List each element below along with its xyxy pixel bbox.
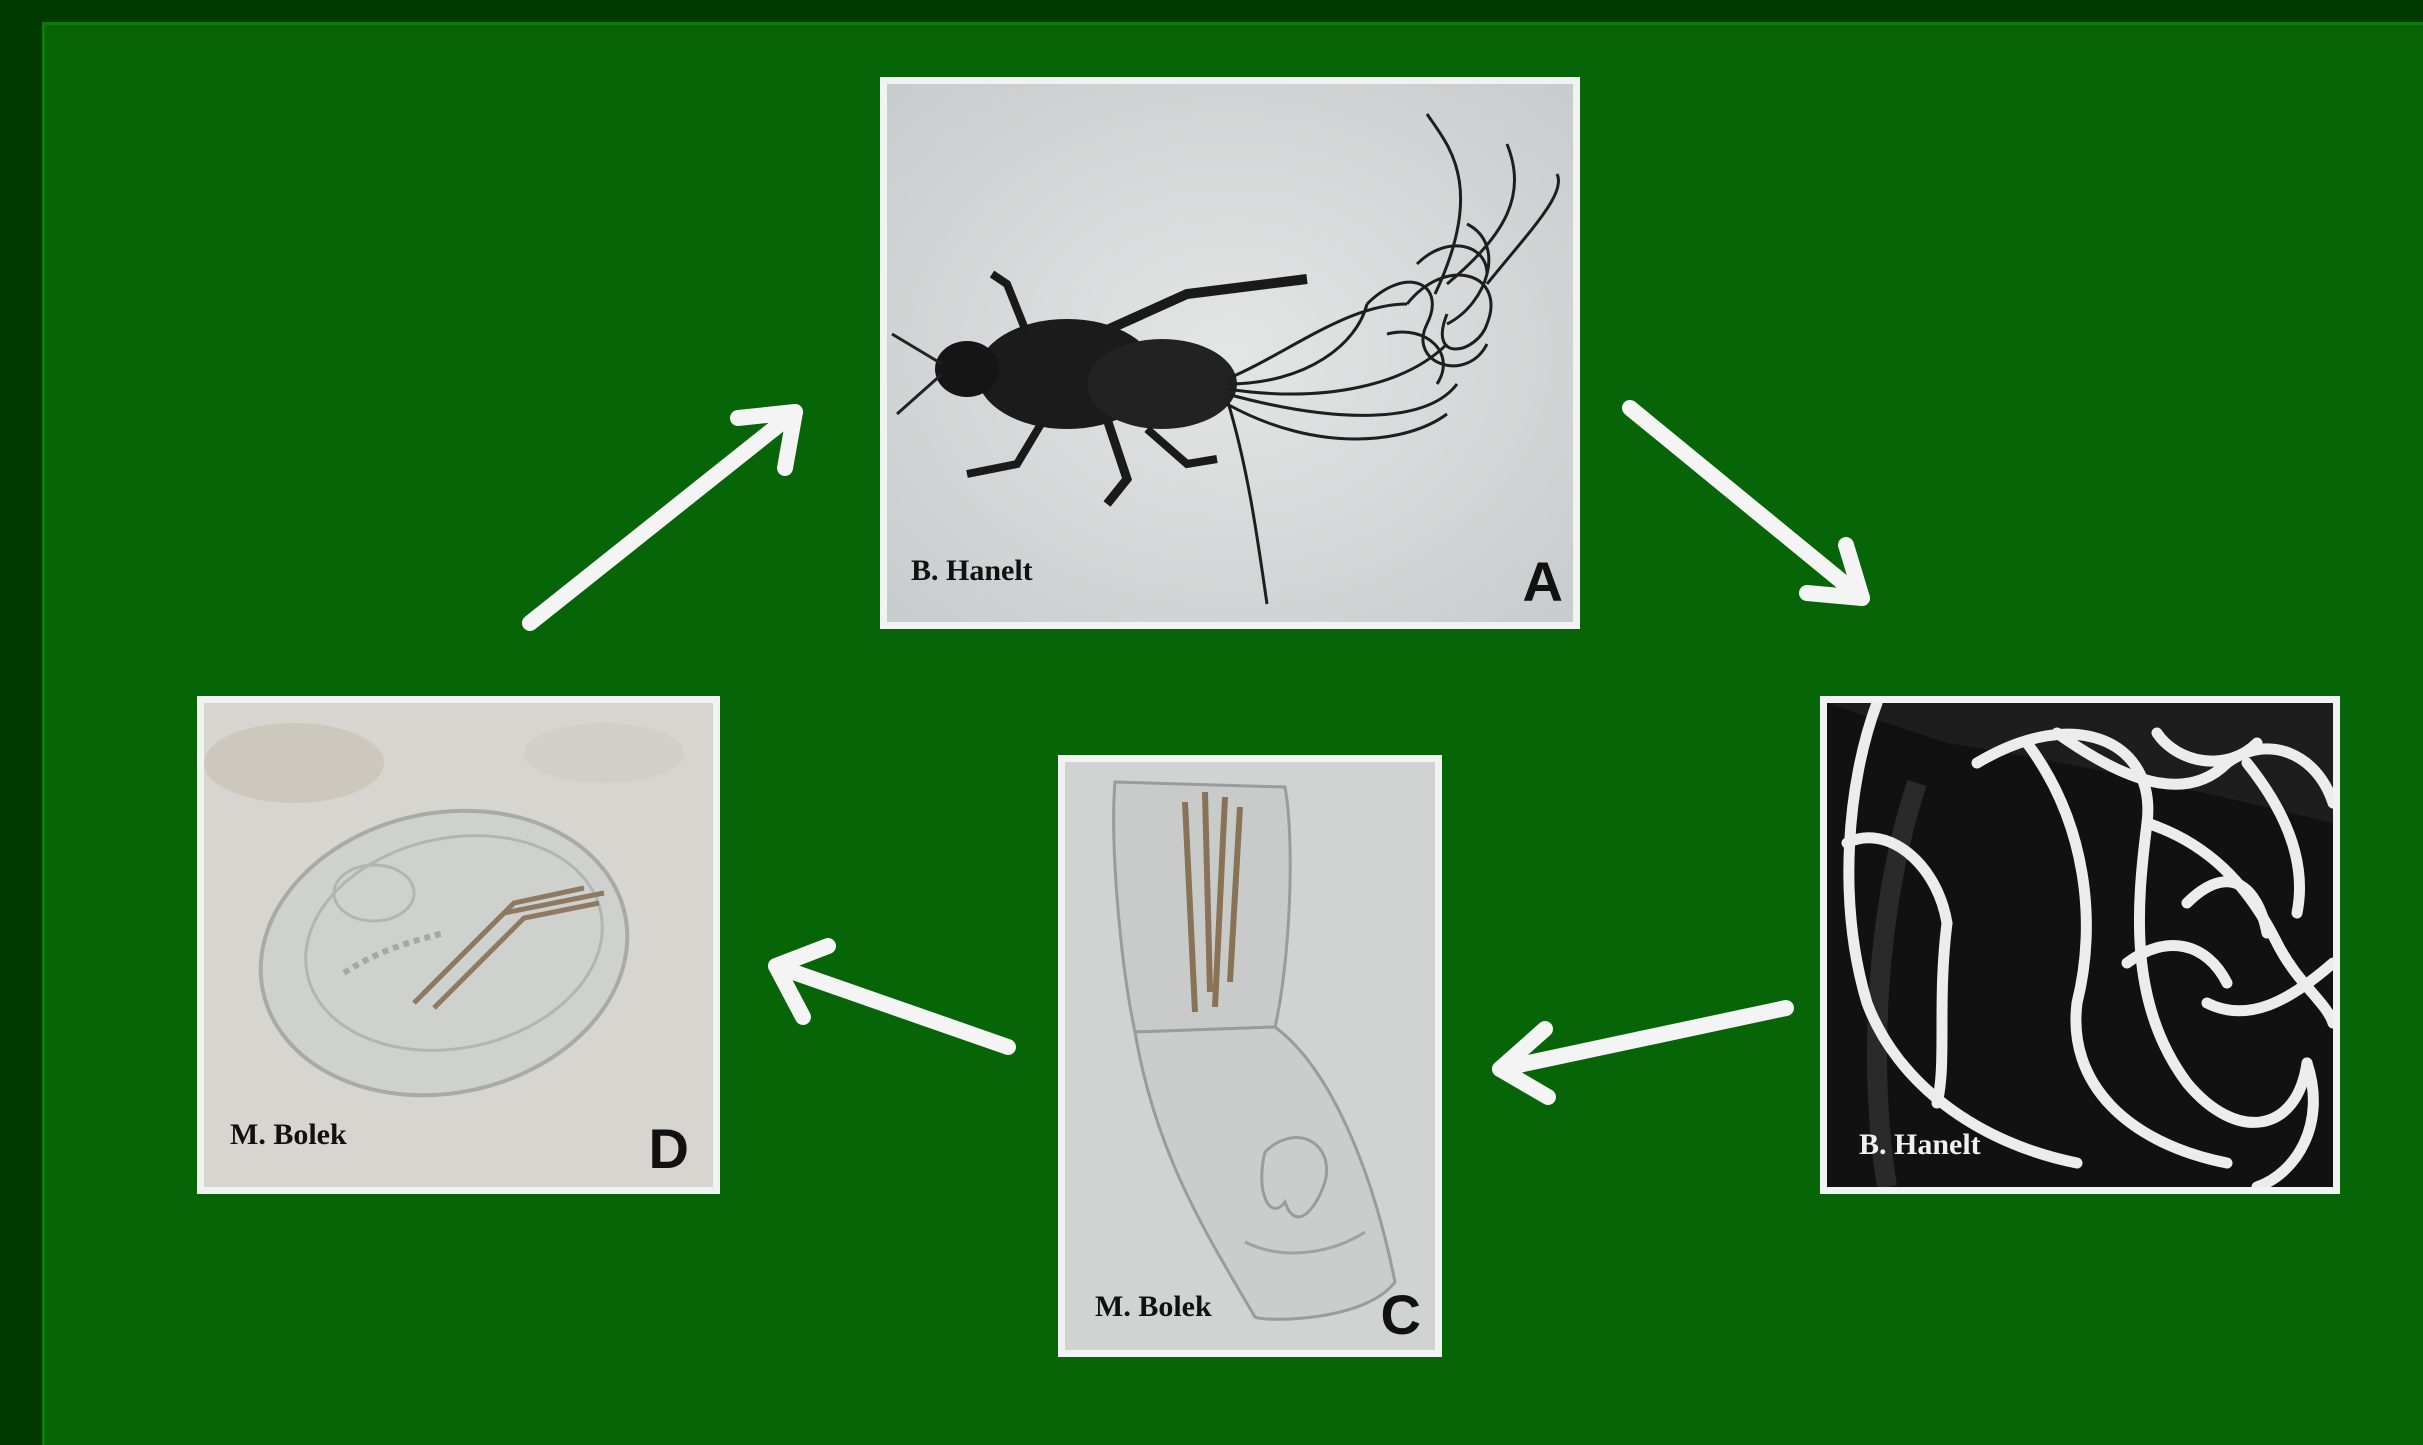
photo-credit: M. Bolek bbox=[230, 1118, 347, 1152]
panel-label: A bbox=[1523, 554, 1563, 610]
photo-b: B. Hanelt B bbox=[1820, 696, 2340, 1194]
larva-micrograph-image bbox=[1065, 762, 1435, 1350]
photo-a: B. Hanelt A bbox=[880, 77, 1580, 629]
photo-d: M. Bolek D bbox=[197, 696, 720, 1194]
photo-c: M. Bolek C bbox=[1058, 755, 1442, 1357]
photo-credit: B. Hanelt bbox=[911, 554, 1033, 588]
cyst-micrograph-image bbox=[204, 703, 713, 1187]
cricket-with-hairworm-image bbox=[887, 84, 1573, 622]
panel-label: D bbox=[649, 1121, 689, 1177]
panel-label: B bbox=[2233, 1123, 2273, 1179]
panel-label: C bbox=[1381, 1287, 1421, 1343]
photo-credit: M. Bolek bbox=[1095, 1290, 1212, 1324]
photo-credit: B. Hanelt bbox=[1859, 1128, 1981, 1162]
hairworms-tangle-image bbox=[1827, 703, 2333, 1187]
